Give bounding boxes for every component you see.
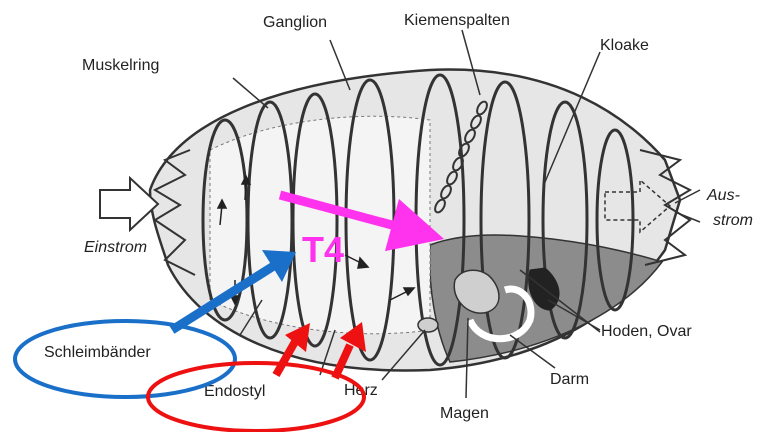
label-darm: Darm — [550, 371, 589, 388]
t4-marker-label: T4 — [302, 229, 344, 270]
label-aus: Aus- — [706, 187, 740, 204]
label-strom: strom — [713, 212, 753, 229]
label-ganglion: Ganglion — [263, 14, 327, 31]
label-endostyl: Endostyl — [204, 383, 265, 400]
label-kiemenspalten: Kiemenspalten — [404, 12, 510, 29]
heart — [418, 318, 438, 332]
label-einstrom: Einstrom — [84, 239, 147, 256]
label-schleimbaender: Schleimbänder — [44, 344, 151, 361]
label-muskelring: Muskelring — [82, 57, 159, 74]
inflow-arrow-icon — [100, 178, 158, 230]
label-kloake: Kloake — [600, 37, 649, 54]
label-magen: Magen — [440, 405, 489, 422]
label-hoden-ovar: Hoden, Ovar — [601, 323, 692, 340]
